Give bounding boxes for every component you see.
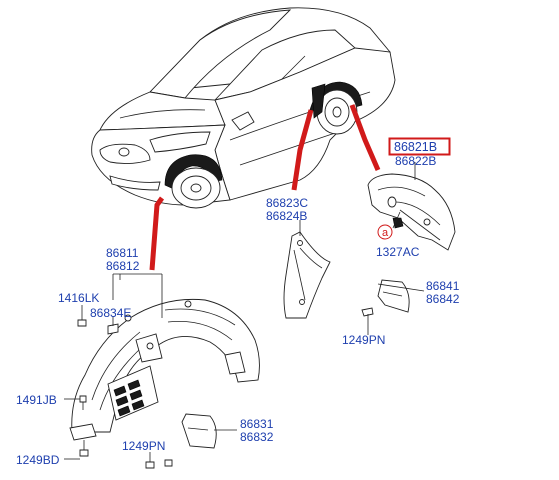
- label-86811[interactable]: 86811: [106, 246, 139, 260]
- car-illustration: [91, 7, 396, 209]
- label-1249PN-right[interactable]: 1249PN: [342, 333, 385, 347]
- front-wheel-guard-part: [69, 298, 260, 441]
- label-1491JB[interactable]: 1491JB: [16, 393, 57, 407]
- callout-lines: [64, 162, 425, 462]
- part-labels: 86821B 86822B 86823C 86824B a 1327AC 868…: [16, 137, 460, 467]
- label-86821B[interactable]: 86821B: [394, 140, 437, 154]
- label-86823C[interactable]: 86823C: [266, 196, 308, 210]
- label-86831[interactable]: 86831: [240, 417, 274, 431]
- label-86832[interactable]: 86832: [240, 430, 274, 444]
- fasteners: [77, 319, 173, 469]
- label-1249PN-bottom[interactable]: 1249PN: [122, 439, 165, 453]
- highlight-box: [388, 137, 451, 156]
- label-1249BD[interactable]: 1249BD: [16, 453, 60, 467]
- rear-mud-guard-part: [361, 279, 410, 330]
- label-86834E[interactable]: 86834E: [90, 306, 131, 320]
- front-mud-guard-part: [181, 413, 217, 449]
- label-86822B[interactable]: 86822B: [395, 154, 436, 168]
- label-86824B[interactable]: 86824B: [266, 209, 307, 223]
- side-splash-shield-part: [283, 231, 331, 319]
- label-86812[interactable]: 86812: [106, 259, 140, 273]
- label-86842[interactable]: 86842: [426, 292, 460, 306]
- grid-panel: [107, 365, 159, 421]
- rear-wheel-guard-part: [367, 173, 456, 251]
- label-1416LK[interactable]: 1416LK: [58, 291, 99, 305]
- callout-a-circle: [377, 224, 393, 240]
- callout-a: a: [382, 227, 389, 239]
- leader-lines: [149, 104, 381, 271]
- label-1327AC[interactable]: 1327AC: [376, 245, 420, 259]
- label-86841[interactable]: 86841: [426, 279, 460, 293]
